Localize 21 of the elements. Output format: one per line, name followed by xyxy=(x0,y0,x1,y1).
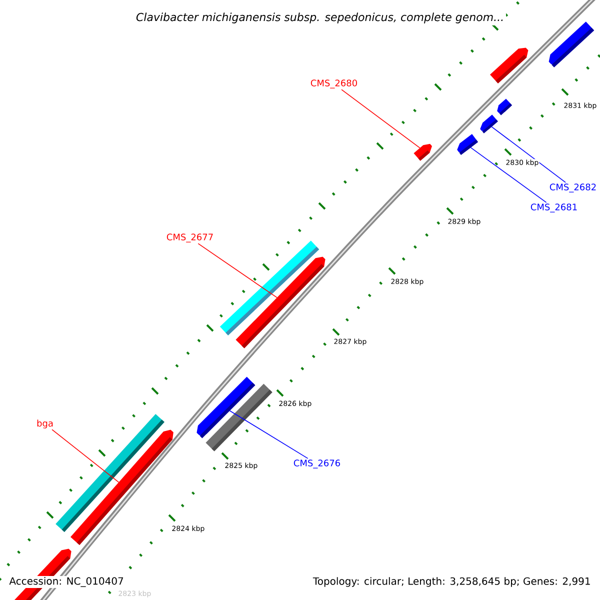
gene-label: CMS_2677 xyxy=(166,234,213,242)
gene-block xyxy=(70,430,174,545)
leader-line xyxy=(470,147,547,203)
gene-block xyxy=(480,114,498,134)
info-text: Accession: NC_010407 xyxy=(8,576,125,588)
leader-line xyxy=(491,126,566,183)
gene-block xyxy=(457,134,478,155)
info-text: Topology: circular; Length: 3,258,645 bp; Genes: 2,991 xyxy=(312,576,592,588)
leader-line xyxy=(229,410,308,459)
title: Clavibacter michiganensis subsp. sepedonicus, complete genom... xyxy=(134,10,506,26)
gene-block xyxy=(196,376,256,438)
leader-line xyxy=(52,429,120,483)
gene-block xyxy=(236,256,326,348)
gene-label: bga xyxy=(37,420,53,428)
leader-line xyxy=(341,89,420,148)
gene-label: CMS_2681 xyxy=(530,204,577,212)
gene-label: CMS_2676 xyxy=(294,460,340,468)
gene-block xyxy=(414,144,432,161)
gene-label: CMS_2682 xyxy=(550,184,596,192)
gene-label: CMS_2680 xyxy=(310,80,357,88)
leader-line xyxy=(198,243,278,298)
